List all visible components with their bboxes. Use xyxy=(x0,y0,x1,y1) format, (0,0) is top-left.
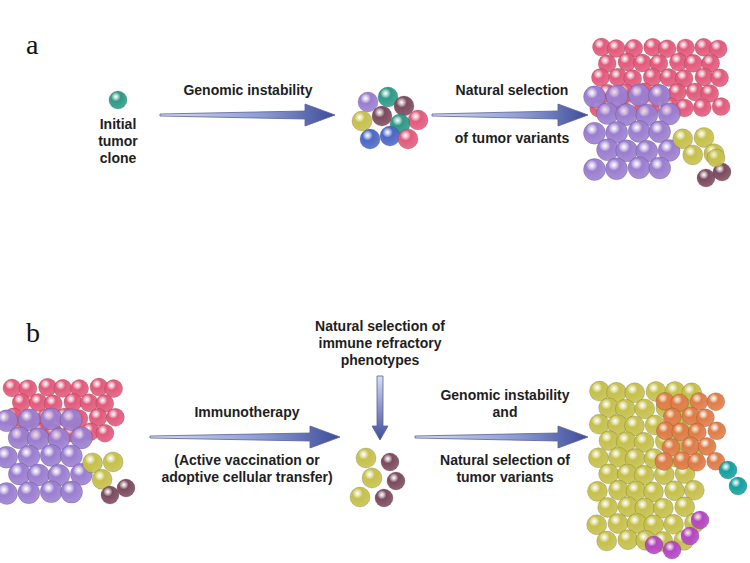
tumor-cell xyxy=(96,424,114,442)
tumor-cell xyxy=(109,91,127,109)
tumor-cell xyxy=(61,481,83,503)
tumor-cell xyxy=(362,468,382,488)
tumor-cell xyxy=(0,482,18,504)
tumor-cell xyxy=(655,452,673,470)
process-arrow xyxy=(415,426,588,448)
tumor-cell xyxy=(398,129,418,149)
tumor-cell xyxy=(711,69,729,87)
tumor-cell xyxy=(691,511,709,529)
tumor-cell xyxy=(628,120,650,142)
tumor-cell xyxy=(645,536,663,554)
process-label: of tumor variants xyxy=(432,130,592,147)
process-label: Genomic instability and xyxy=(430,387,580,421)
process-label: Natural selection xyxy=(432,82,592,99)
tumor-cell xyxy=(681,527,699,545)
process-label: Genomic instability xyxy=(153,82,343,99)
tumor-cell xyxy=(584,159,606,181)
tumor-cell xyxy=(40,481,62,503)
tumor-cell xyxy=(591,68,609,86)
tumor-cell xyxy=(606,158,628,180)
tumor-cell xyxy=(380,126,400,146)
tumor-cell xyxy=(381,453,399,471)
panel-letter: a xyxy=(26,30,66,60)
tumor-cell xyxy=(683,145,703,165)
tumor-cell xyxy=(18,482,40,504)
tumor-cell xyxy=(356,448,376,468)
process-arrow xyxy=(160,104,335,126)
selection-arrow xyxy=(372,376,388,440)
tumor-cell xyxy=(408,110,428,130)
tumor-cell xyxy=(101,486,119,504)
process-note: (Active vaccination or adoptive cellular… xyxy=(147,452,347,486)
cell-caption: Initial tumor clone xyxy=(83,116,153,167)
tumor-cell xyxy=(40,444,62,466)
tumor-cell xyxy=(628,157,650,179)
tumor-cell xyxy=(697,169,715,187)
tumor-cell xyxy=(40,408,62,430)
process-label: Immunotherapy xyxy=(157,404,337,421)
tumor-cell xyxy=(663,541,681,559)
tumor-cell xyxy=(350,487,370,507)
tumor-cell xyxy=(628,84,650,106)
tumor-cell xyxy=(117,479,135,497)
panel-letter: b xyxy=(26,318,66,348)
process-arrow xyxy=(150,426,340,448)
tumor-cell xyxy=(693,99,711,117)
tumor-cell xyxy=(597,139,619,161)
tumor-cell xyxy=(707,393,725,411)
tumor-cells xyxy=(0,38,747,559)
tumor-cell xyxy=(597,531,617,551)
tumor-cell xyxy=(729,477,747,495)
tumor-cell xyxy=(649,157,671,179)
tumor-cell xyxy=(106,408,124,426)
tumor-cell xyxy=(688,453,706,471)
tumor-cell xyxy=(352,111,372,131)
tumor-cell xyxy=(360,129,380,149)
process-arrow xyxy=(432,104,588,126)
tumor-cell xyxy=(708,422,726,440)
tumor-cell xyxy=(719,461,737,479)
tumor-cell xyxy=(372,106,392,126)
tumor-cell xyxy=(618,530,638,550)
tumor-cell xyxy=(375,489,393,507)
tumor-cell xyxy=(387,472,405,490)
process-arrows xyxy=(150,104,588,448)
tumor-cell xyxy=(707,149,725,167)
selection-note: Natural selection of immune refractory p… xyxy=(300,318,460,369)
process-label: Natural selection of tumor variants xyxy=(430,452,580,486)
tumor-cell xyxy=(712,98,730,116)
tumor-cell xyxy=(103,452,123,472)
